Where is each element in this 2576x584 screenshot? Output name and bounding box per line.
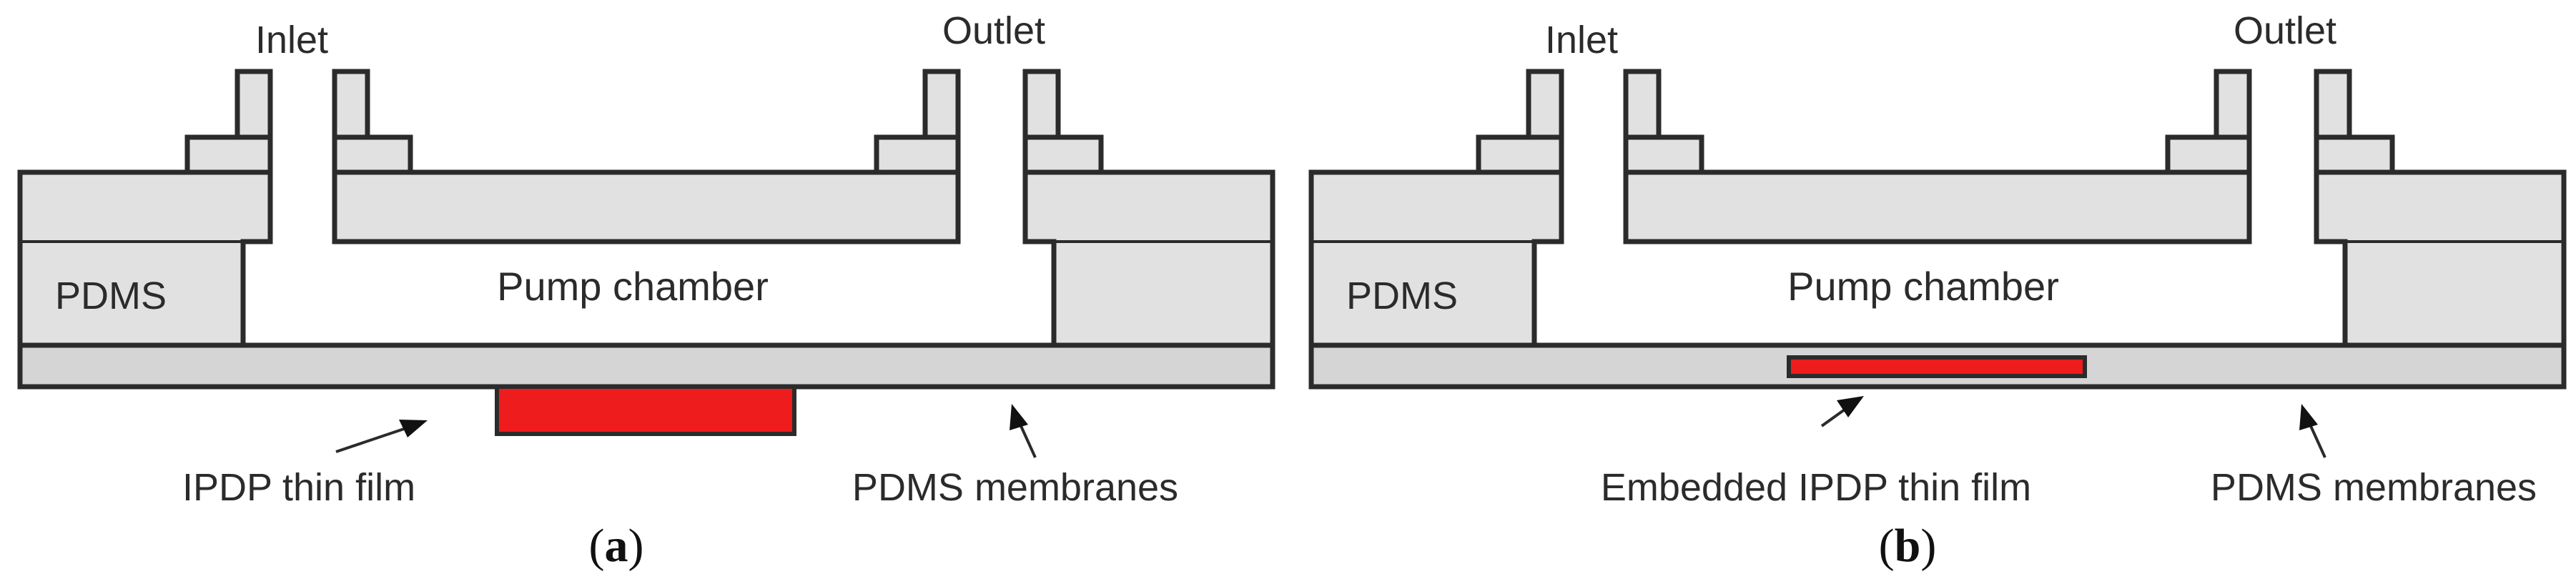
panel-b-outlet-post-right (2314, 69, 2352, 140)
panel-b-caption: (b) (1879, 520, 1937, 572)
panel-a-inlet-post-right (332, 69, 370, 140)
panel-a-right-block (1022, 169, 1275, 348)
panel-a-membrane-label: PDMS membranes (852, 466, 1178, 509)
panel-a-outlet-label: Outlet (942, 9, 1045, 52)
panel-a-caption: (a) (589, 520, 644, 572)
panel-a: Inlet Outlet PDMS Pump chamber IPDP thin… (17, 9, 1275, 572)
panel-a-outlet-step-left (874, 134, 961, 175)
panel-a-inlet-step-left (184, 134, 273, 175)
panel-a-film-arrow-line (335, 427, 405, 453)
panel-a-film-label: IPDP thin film (182, 466, 415, 509)
panel-b-film-arrow-head (1837, 396, 1864, 417)
panel-b-ipdp-film (1787, 355, 2087, 378)
panel-a-outlet-step-right (1022, 134, 1104, 175)
panel-b-outlet-post-left (2214, 69, 2252, 140)
panel-b-film-label: Embedded IPDP thin film (1601, 466, 2031, 509)
panel-b-inlet-step-right (1623, 134, 1704, 175)
panel-b-inlet-step-left (1476, 134, 1564, 175)
panel-b-outlet-step-left (2165, 134, 2252, 175)
panel-a-middle-slab (332, 169, 961, 244)
panel-b: Inlet Outlet PDMS Pump chamber Embedded … (1308, 9, 2567, 572)
panel-b-membrane-label: PDMS membranes (2211, 466, 2537, 509)
panel-b-right-block (2314, 169, 2567, 348)
panel-b-outlet-label: Outlet (2234, 9, 2336, 52)
panel-a-chamber-label: Pump chamber (497, 264, 769, 309)
panel-a-membrane-arrow-line (1020, 425, 1037, 458)
panel-b-outlet-step-right (2314, 134, 2395, 175)
panel-a-film-arrow-head (399, 420, 428, 437)
panel-b-membrane-arrow-head (2299, 404, 2318, 430)
panel-a-inlet-post-left (235, 69, 273, 140)
panel-a-outlet-post-right (1022, 69, 1061, 140)
panel-a-inlet-step-right (332, 134, 413, 175)
panel-a-membrane-arrow-head (1010, 404, 1028, 430)
panel-b-inlet-post-right (1623, 69, 1662, 140)
panel-a-left-block (17, 169, 273, 348)
panel-a-pdms-membrane (17, 342, 1275, 390)
panel-b-inlet-label: Inlet (1545, 19, 1618, 61)
panel-a-ipdp-film (495, 385, 796, 436)
panel-a-pdms-label: PDMS (55, 274, 167, 317)
panel-b-inlet-post-left (1526, 69, 1564, 140)
panel-a-inlet-label: Inlet (255, 19, 328, 61)
panel-b-pdms-label: PDMS (1346, 274, 1458, 317)
panel-b-left-block (1308, 169, 1564, 348)
panel-a-outlet-post-left (922, 69, 961, 140)
panel-b-film-arrow-line (1820, 408, 1846, 427)
panel-b-middle-slab (1623, 169, 2252, 244)
panel-b-membrane-arrow-line (2309, 425, 2326, 458)
panel-b-chamber-label: Pump chamber (1787, 264, 2059, 309)
